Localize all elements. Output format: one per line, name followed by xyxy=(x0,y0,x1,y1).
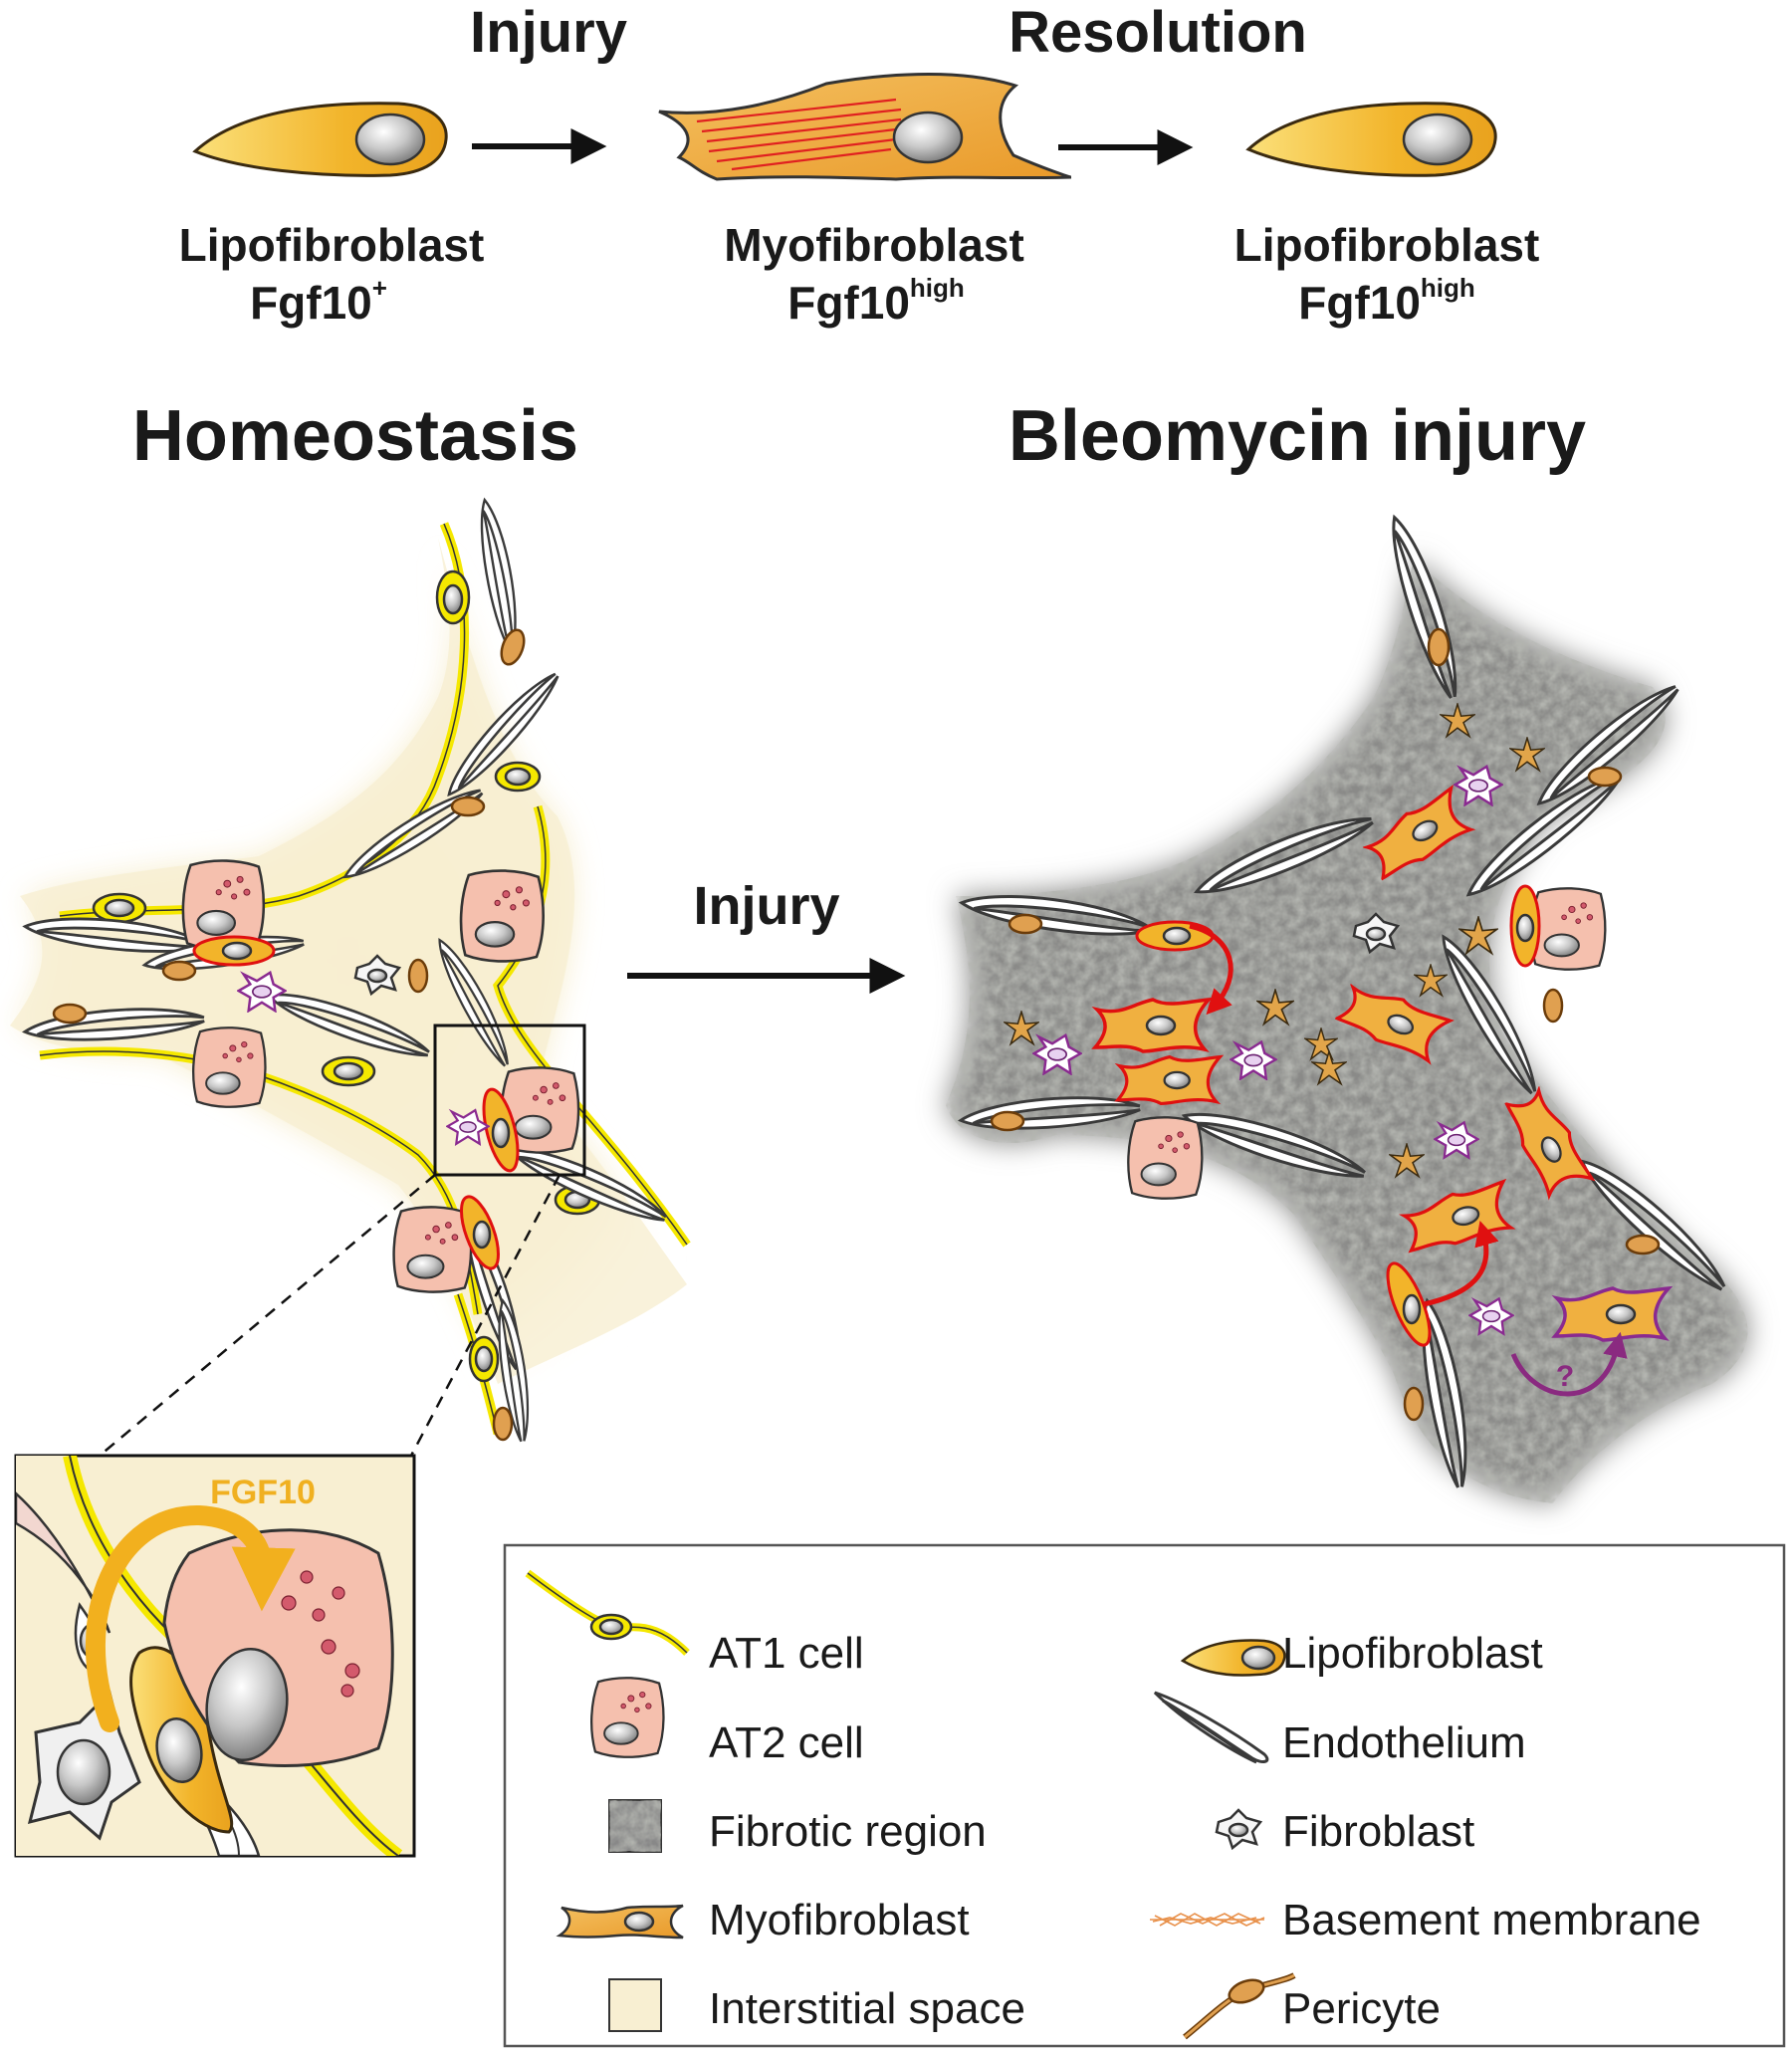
fgf10-inset: FGF10 xyxy=(14,1454,416,1858)
lipofibroblast-icon xyxy=(1180,1639,1286,1677)
interstitial-space-icon xyxy=(608,1978,662,2032)
fibroblast-icon xyxy=(1215,1808,1263,1851)
cell-1-marker: Fgf10+ xyxy=(250,273,387,329)
pericyte-icon xyxy=(1183,1972,1296,2040)
lipofibroblast-fgf10-high-cell xyxy=(1245,102,1497,177)
myofibroblast-icon xyxy=(556,1904,684,1939)
question-mark: ? xyxy=(1556,1360,1574,1393)
fibrotic-region-icon xyxy=(608,1799,662,1853)
legend-label-basement-membrane: Basement membrane xyxy=(1282,1896,1701,1944)
at2-cell-icon xyxy=(589,1677,665,1758)
top-progression: Injury Resolution xyxy=(179,0,1540,329)
cell-2-marker: Fgf10high xyxy=(787,273,965,329)
myofibroblast-fgf10-high-cell xyxy=(658,73,1072,181)
legend-label-pericyte: Pericyte xyxy=(1282,1984,1441,2033)
at1-cell-icon xyxy=(525,1569,690,1656)
lipofibroblast-fgf10-plus-cell xyxy=(192,102,448,177)
cell-3-marker: Fgf10high xyxy=(1298,273,1475,329)
legend-label-fibrotic-region: Fibrotic region xyxy=(709,1807,987,1856)
basement-membrane-icon xyxy=(1150,1913,1265,1927)
endothelium-icon xyxy=(1153,1691,1269,1764)
legend-label-at2-cell: AT2 cell xyxy=(709,1718,864,1767)
cell-2-name: Myofibroblast xyxy=(724,219,1024,271)
legend-label-at1-cell: AT1 cell xyxy=(709,1629,864,1678)
cell-1-name: Lipofibroblast xyxy=(179,219,485,271)
fgf10-label: FGF10 xyxy=(210,1474,316,1511)
cell-3-name: Lipofibroblast xyxy=(1234,219,1540,271)
legend-label-fibroblast: Fibroblast xyxy=(1282,1807,1474,1856)
homeostasis-alveolar-panel xyxy=(10,496,691,1457)
legend-label-myofibroblast: Myofibroblast xyxy=(709,1896,970,1944)
zoom-region-box xyxy=(433,1024,586,1177)
top-resolution-label: Resolution xyxy=(1008,0,1307,65)
middle-injury-label: Injury xyxy=(693,876,839,936)
legend: AT1 cell AT2 cell Fibrotic region Myofib… xyxy=(503,1543,1786,2048)
bleomycin-injury-title: Bleomycin injury xyxy=(1008,396,1586,476)
legend-label-lipofibroblast: Lipofibroblast xyxy=(1282,1629,1543,1678)
homeostasis-title: Homeostasis xyxy=(132,396,578,476)
legend-box xyxy=(503,1543,1786,2048)
legend-label-interstitial-space: Interstitial space xyxy=(709,1984,1025,2033)
bleomycin-fibrotic-panel: ? xyxy=(946,511,1748,1503)
top-injury-label: Injury xyxy=(470,0,627,65)
legend-label-endothelium: Endothelium xyxy=(1282,1718,1526,1767)
